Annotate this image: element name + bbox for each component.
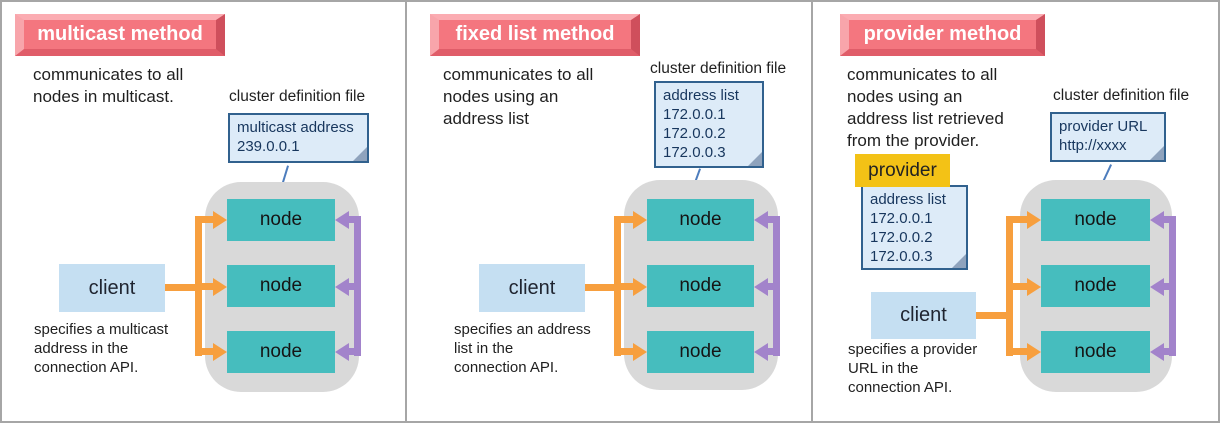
provider-box: provider	[855, 154, 950, 187]
cluster-definition-file-label: cluster definition file	[229, 88, 366, 105]
node-box: node	[647, 331, 754, 373]
provider-address-note: address list 172.0.0.1 172.0.0.2 172.0.0…	[861, 185, 968, 270]
client-arrow-line	[976, 312, 1009, 319]
panel-provider-method: provider method communicates to all node…	[813, 2, 1218, 421]
node-box: node	[1041, 331, 1150, 373]
orange-branch-line	[1009, 216, 1028, 223]
node-box: node	[647, 265, 754, 307]
purple-arrowhead-icon	[754, 278, 768, 296]
purple-arrowhead-icon	[1150, 211, 1164, 229]
client-box: client	[59, 264, 165, 312]
purple-arrowhead-icon	[335, 343, 349, 361]
orange-branch-line	[198, 348, 214, 355]
orange-branch-line	[617, 283, 634, 290]
cluster-definition-file-label: cluster definition file	[1053, 87, 1190, 104]
purple-branch-line	[349, 216, 358, 223]
purple-arrowhead-icon	[1150, 278, 1164, 296]
orange-branch-line	[1009, 283, 1028, 290]
orange-arrowhead-icon	[213, 278, 227, 296]
node-box: node	[647, 199, 754, 241]
cluster-definition-note: provider URL http://xxxx	[1050, 112, 1166, 162]
panel-divider	[405, 2, 407, 421]
client-caption: specifies an address list in the connect…	[454, 321, 591, 376]
orange-branch-line	[617, 216, 634, 223]
cluster-definition-file-label: cluster definition file	[650, 60, 787, 77]
note-fold-icon	[748, 152, 762, 166]
orange-branch-line	[617, 348, 634, 355]
note-fold-icon	[353, 147, 367, 161]
node-box: node	[1041, 199, 1150, 241]
node-box: node	[227, 199, 335, 241]
cluster-definition-note: address list 172.0.0.1 172.0.0.2 172.0.0…	[654, 81, 764, 168]
purple-arrowhead-icon	[335, 278, 349, 296]
orange-branch-line	[1009, 348, 1028, 355]
panel-title: provider method	[863, 23, 1022, 45]
panel-fixed-list-method: fixed list method communicates to all no…	[407, 2, 811, 421]
panel-description: communicates to all nodes using an addre…	[847, 65, 1004, 150]
orange-branch-line	[198, 283, 214, 290]
orange-arrowhead-icon	[1027, 278, 1041, 296]
panel-description: communicates to all nodes in multicast.	[33, 65, 184, 106]
orange-arrowhead-icon	[633, 211, 647, 229]
note-fold-icon	[952, 254, 966, 268]
purple-branch-line	[1164, 216, 1173, 223]
client-box: client	[871, 292, 976, 339]
orange-arrowhead-icon	[213, 211, 227, 229]
client-arrow-line	[585, 284, 618, 291]
purple-branch-line	[1164, 283, 1173, 290]
purple-arrowhead-icon	[754, 343, 768, 361]
purple-branch-line	[768, 283, 777, 290]
panel-divider	[811, 2, 813, 421]
panel-title-banner: provider method	[840, 14, 1045, 56]
purple-branch-line	[349, 283, 358, 290]
node-box: node	[1041, 265, 1150, 307]
client-box: client	[479, 264, 585, 312]
purple-branch-line	[1164, 348, 1173, 355]
panel-description: communicates to all nodes using an addre…	[443, 65, 594, 128]
node-box: node	[227, 265, 335, 307]
client-caption: specifies a provider URL in the connecti…	[848, 341, 978, 396]
panel-multicast-method: multicast method communicates to all nod…	[2, 2, 405, 421]
panel-title-banner: multicast method	[15, 14, 225, 56]
purple-arrowhead-icon	[754, 211, 768, 229]
client-caption: specifies a multicast address in the con…	[34, 321, 169, 376]
purple-branch-line	[349, 348, 358, 355]
client-arrow-line	[165, 284, 198, 291]
orange-arrowhead-icon	[633, 343, 647, 361]
orange-arrowhead-icon	[633, 278, 647, 296]
purple-arrowhead-icon	[335, 211, 349, 229]
note-fold-icon	[1150, 146, 1164, 160]
orange-arrowhead-icon	[213, 343, 227, 361]
purple-branch-line	[768, 348, 777, 355]
purple-branch-line	[768, 216, 777, 223]
cluster-definition-note: multicast address 239.0.0.1	[228, 113, 369, 163]
orange-arrowhead-icon	[1027, 211, 1041, 229]
panel-title: multicast method	[37, 23, 203, 45]
purple-arrowhead-icon	[1150, 343, 1164, 361]
panel-title-banner: fixed list method	[430, 14, 640, 56]
orange-arrowhead-icon	[1027, 343, 1041, 361]
panel-title: fixed list method	[455, 23, 615, 45]
node-box: node	[227, 331, 335, 373]
orange-branch-line	[198, 216, 214, 223]
